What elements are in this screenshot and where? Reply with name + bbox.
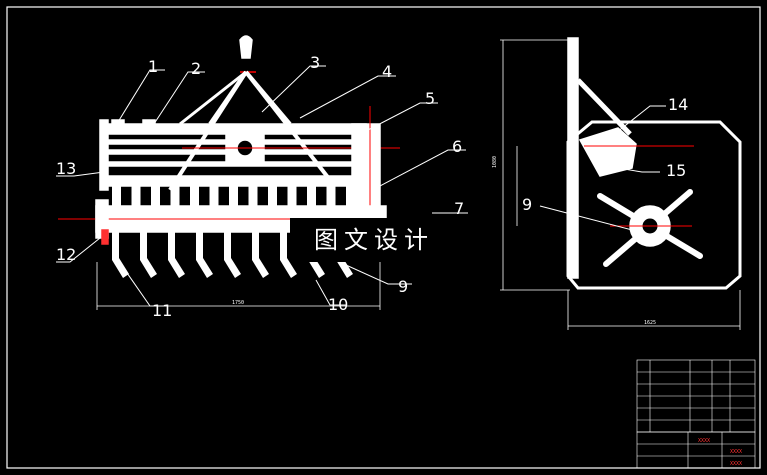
title-code-2: XXXX — [730, 449, 742, 455]
callout-6: 6 — [452, 137, 462, 156]
front-view — [58, 35, 412, 245]
lower-tine — [112, 232, 129, 278]
upper-tine — [326, 186, 336, 206]
lower-tine — [280, 232, 297, 278]
side-drive-box — [351, 123, 381, 215]
lower-tine-row — [112, 232, 353, 278]
side-dim-width-text: 1625 — [644, 320, 656, 326]
callout-4: 4 — [382, 62, 392, 81]
leader-6 — [379, 149, 466, 187]
callout-7: 7 — [454, 199, 464, 218]
title-block-border — [636, 431, 756, 469]
parts-list-table — [636, 359, 756, 433]
front-width-dimension — [96, 262, 381, 310]
watermark-text: 图文设计 — [314, 226, 434, 254]
a-frame-strut — [244, 70, 332, 182]
upper-tine — [287, 186, 297, 206]
upper-tine — [112, 186, 121, 206]
upper-tine — [170, 186, 180, 206]
upper-tine — [346, 186, 355, 206]
lower-tine — [168, 232, 185, 278]
callout-1: 1 — [148, 57, 158, 76]
upper-tine — [131, 186, 141, 206]
leader-5 — [367, 102, 438, 131]
side-dim-height-text: 1080 — [492, 156, 498, 168]
upper-tine — [151, 186, 160, 206]
bolt-head — [111, 119, 125, 127]
frame-left-post — [99, 119, 109, 191]
front-view-leaders — [56, 65, 468, 307]
a-frame-strut — [179, 70, 247, 126]
title-block — [636, 431, 756, 469]
side-mast-brace — [576, 78, 632, 136]
callout-9: 9 — [398, 277, 408, 296]
leader-11 — [117, 259, 168, 307]
callout-3: 3 — [310, 53, 320, 72]
leader-12 — [56, 237, 101, 263]
upper-tine — [229, 186, 238, 206]
callout-10: 10 — [328, 295, 348, 314]
upper-tine — [190, 186, 199, 206]
upper-tine — [209, 186, 219, 206]
leader-10 — [315, 279, 346, 306]
callout-14: 14 — [668, 95, 688, 114]
a-frame-strut — [208, 70, 248, 126]
callout-11: 11 — [152, 301, 172, 320]
callout-12: 12 — [56, 245, 76, 264]
side-view — [500, 37, 742, 330]
upper-tine — [307, 186, 316, 206]
drawing-frame — [6, 6, 761, 469]
leader-13 — [56, 171, 105, 177]
callout-5: 5 — [425, 89, 435, 108]
leader-3 — [261, 65, 326, 113]
callout-2: 2 — [191, 59, 201, 78]
upper-tine-row — [112, 186, 355, 206]
upper-tine — [248, 186, 258, 206]
leader-9 — [345, 264, 412, 285]
lower-tine — [224, 232, 241, 278]
callout-13: 13 — [56, 159, 76, 178]
leader-2 — [149, 71, 205, 131]
lower-tine — [140, 232, 157, 278]
leader-14 — [611, 105, 666, 137]
front-width-dimension-text: 1750 — [232, 300, 244, 306]
title-code-3: XXXX — [730, 461, 742, 467]
callout-15: 15 — [666, 161, 686, 180]
side-gear-block — [578, 127, 637, 177]
side-housing-outline — [566, 120, 742, 290]
hitch-lug — [239, 35, 253, 59]
leader-1 — [117, 69, 165, 123]
upper-tine — [268, 186, 277, 206]
callout-side-9: 9 — [522, 195, 532, 214]
leader-15 — [617, 167, 660, 173]
title-code-1: XXXX — [698, 438, 710, 444]
lower-tine — [196, 232, 213, 278]
left-bearing-flange — [101, 229, 109, 245]
lower-tine — [252, 232, 269, 278]
leader-side-9 — [539, 205, 641, 233]
leader-4 — [299, 75, 396, 119]
watermark-backdrop — [290, 218, 474, 262]
